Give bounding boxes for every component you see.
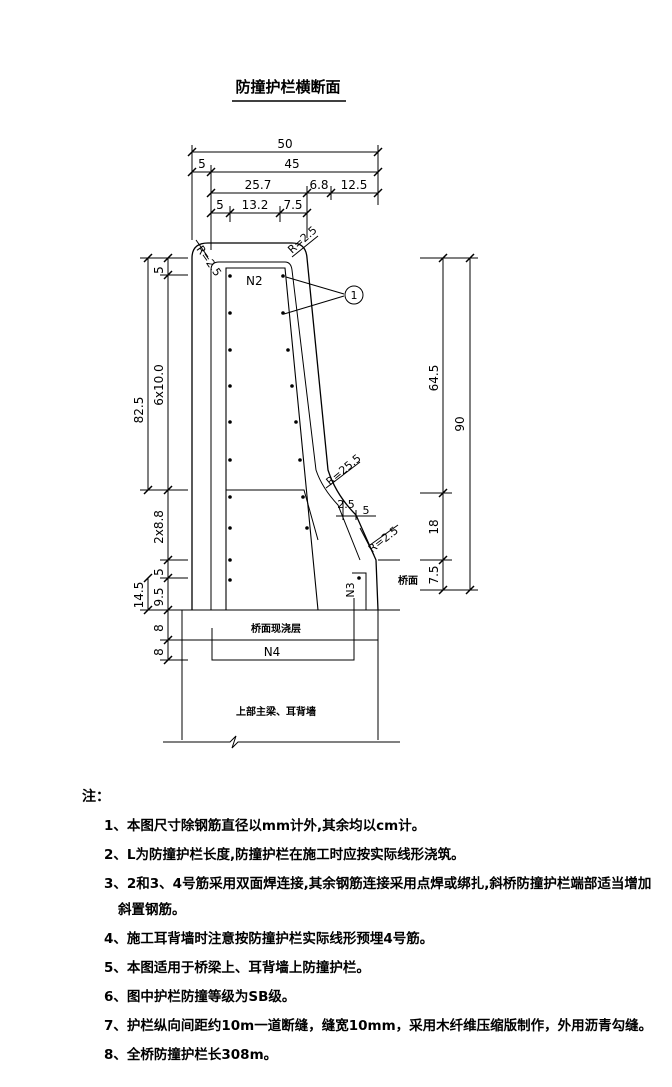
callout-number: 1 — [351, 289, 358, 302]
drawing-title: 防撞护栏横断面 — [235, 78, 340, 96]
dim-rebar-spacing: 13.2 — [242, 198, 269, 212]
note-item: 6、图中护栏防撞等级为SB级。 — [104, 989, 296, 1005]
rebar-stirrup — [226, 489, 319, 541]
note-item: 1、本图尺寸除钢筋直径以mm计外,其余均以cm计。 — [104, 818, 426, 834]
deck-structure — [160, 609, 400, 749]
note-text: 3、2和3、4号筋采用双面焊连接,其余钢筋连接采用点焊或绑扎,斜桥防撞护栏端部适… — [104, 876, 652, 892]
dim-base-extension: 12.5 — [341, 178, 368, 192]
small-dim-a: 2.5 — [337, 498, 355, 511]
dim-rebar-offset: 5 — [216, 198, 224, 212]
dim-right-total: 90 — [453, 416, 467, 431]
barrier-inner-outline — [210, 261, 361, 610]
dim-left-top: 5 — [152, 266, 166, 274]
note-item: 4、施工耳背墙时注意按防撞护栏实际线形预埋4号筋。 — [104, 931, 434, 947]
dim-inner-width: 45 — [284, 157, 299, 171]
dim-left-offset: 5 — [198, 157, 206, 171]
small-dim-b: 5 — [363, 504, 370, 517]
dim-left-deck: 8 — [152, 624, 166, 632]
dim-rebar-end: 7.5 — [283, 198, 302, 212]
radius-lower: R=2.5 — [366, 524, 401, 555]
note-item: 5、本图适用于桥梁上、耳背墙上防撞护栏。 — [104, 960, 370, 976]
dim-right-mid: 18 — [427, 519, 441, 534]
radius-left-top: R=2.5 — [194, 243, 224, 279]
dim-left-total-low: 14.5 — [132, 582, 146, 609]
dim-top-width: 25.7 — [245, 178, 272, 192]
dim-total-width: 50 — [277, 137, 292, 151]
dim-left-sub: 9.5 — [152, 587, 166, 606]
right-dimensions — [420, 253, 478, 595]
rebar-dots — [228, 274, 361, 582]
rebar-n3 — [352, 572, 367, 610]
notes-header: 注： — [82, 789, 110, 805]
rebar-n2 — [225, 267, 319, 611]
notes-list: 1、本图尺寸除钢筋直径以mm计外,其余均以cm计。 2、L为防撞护栏长度,防撞护… — [82, 817, 667, 1064]
dim-right-upper: 64.5 — [427, 365, 441, 392]
left-dimensions — [140, 253, 188, 665]
notes-section: 注： 1、本图尺寸除钢筋直径以mm计外,其余均以cm计。 2、L为防撞护栏长度,… — [82, 786, 667, 1075]
dim-left-lower-spacing: 2x8.8 — [152, 510, 166, 544]
radius-leaders — [195, 235, 399, 556]
dim-left-spacing: 6x10.0 — [152, 364, 166, 405]
dim-slope-width: 6.8 — [309, 178, 328, 192]
radius-mid: R=25.5 — [324, 452, 364, 489]
barrier-cross-section-drawing: 防撞护栏横断面 — [132, 78, 478, 749]
label-n3: N3 — [344, 582, 357, 597]
dim-left-mid: 5 — [152, 568, 166, 576]
note-item: 8、全桥防撞护栏长308m。 — [104, 1047, 278, 1063]
radius-right-top: R=2.5 — [285, 224, 319, 257]
top-dimensions — [187, 145, 383, 250]
label-girder: 上部主梁、耳背墙 — [236, 705, 316, 718]
note-continuation: 斜置钢筋。 — [118, 902, 186, 918]
label-deck-surface: 桥面 — [398, 574, 418, 587]
rebar-n4 — [211, 598, 355, 661]
dim-left-main: 82.5 — [132, 397, 146, 424]
dim-left-bottom: 8 — [152, 648, 166, 656]
note-item: 7、护栏纵向间距约10m一道断缝，缝宽10mm，采用木纤维压缩版制作，外用沥青勾… — [104, 1018, 653, 1034]
label-n4: N4 — [264, 645, 281, 659]
note-item: 3、2和3、4号筋采用双面焊连接,其余钢筋连接采用点焊或绑扎,斜桥防撞护栏端部适… — [104, 875, 667, 919]
note-item: 2、L为防撞护栏长度,防撞护栏在施工时应按实际线形浇筑。 — [104, 847, 465, 863]
callout-1 — [283, 276, 364, 315]
label-deck-layer: 桥面现浇层 — [251, 622, 301, 635]
label-n2: N2 — [246, 274, 263, 288]
dim-right-low: 7.5 — [427, 565, 441, 584]
